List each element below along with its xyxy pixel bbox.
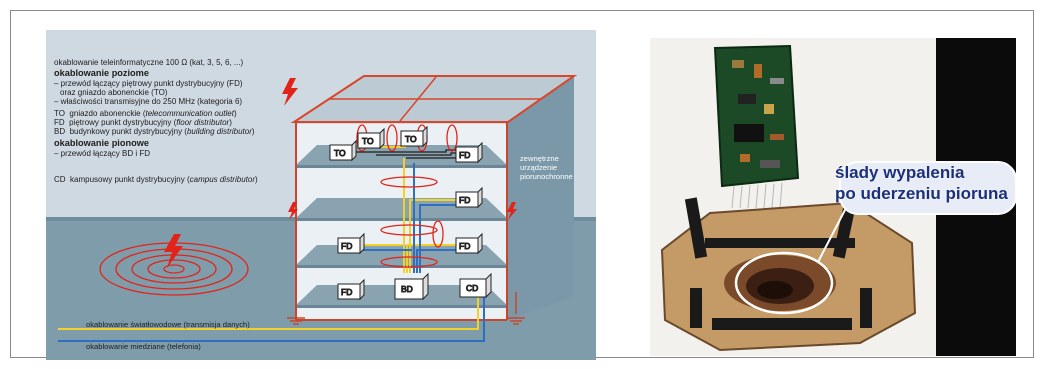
svg-text:FD: FD bbox=[341, 241, 352, 251]
bd-en: building distributor bbox=[187, 127, 252, 136]
callout-line-1: ślady wypalenia bbox=[835, 162, 1015, 183]
protection-line-2: urządzenie bbox=[520, 163, 557, 172]
bd-text: budynkowy punkt dystrybucyjny ( bbox=[70, 127, 187, 136]
cd-end: ) bbox=[255, 175, 258, 184]
svg-text:FD: FD bbox=[459, 241, 470, 251]
fd-en: floor distributor bbox=[176, 118, 229, 127]
damaged-socket-photo: ślady wypalenia po uderzeniu pioruna bbox=[650, 38, 1016, 356]
definition-cd: CD kampusowy punkt dystrybucyjny (campus… bbox=[54, 175, 258, 184]
svg-text:CD: CD bbox=[466, 283, 478, 293]
vertical-heading: okablowanie pionowe bbox=[54, 139, 149, 148]
copper-cabling-label: okablowanie miedziane (telefonia) bbox=[86, 342, 201, 351]
definition-fd: FD piętrowy punkt dystrybucyjny (floor d… bbox=[54, 118, 232, 127]
intro-text: okablowanie teleinformatyczne 100 Ω (kat… bbox=[54, 58, 243, 67]
fd-abbr: FD bbox=[54, 118, 65, 127]
definition-bd: BD budynkowy punkt dystrybucyjny (buildi… bbox=[54, 127, 255, 136]
to-abbr: TO bbox=[54, 109, 65, 118]
to-end: ) bbox=[234, 109, 237, 118]
svg-text:TO: TO bbox=[405, 134, 417, 144]
cd-text: kampusowy punkt dystrybucyjny ( bbox=[70, 175, 190, 184]
roof-lightning-icon bbox=[282, 78, 298, 106]
fd-text: piętrowy punkt dystrybucyjny ( bbox=[69, 118, 176, 127]
vertical-line-1: – przewód łączący BD i FD bbox=[54, 149, 150, 158]
cd-abbr: CD bbox=[54, 175, 66, 184]
svg-text:FD: FD bbox=[459, 195, 470, 205]
horizontal-heading: okablowanie poziome bbox=[54, 69, 149, 78]
contact-pins bbox=[732, 183, 782, 208]
horizontal-line-3: – właściwości transmisyjne do 250 MHz (k… bbox=[54, 97, 242, 106]
fiber-cabling-label: okablowanie światłowodowe (transmisja da… bbox=[86, 320, 250, 329]
to-en: telecommunication outlet bbox=[145, 109, 234, 118]
svg-text:BD: BD bbox=[401, 284, 413, 294]
svg-text:TO: TO bbox=[334, 148, 346, 158]
burn-callout-text: ślady wypalenia po uderzeniu pioruna bbox=[835, 162, 1015, 222]
cabling-diagram: TO TO TO FD FD FD FD FD BD CD okablowani… bbox=[46, 30, 596, 360]
svg-text:FD: FD bbox=[459, 150, 470, 160]
horizontal-line-1: – przewód łączący piętrowy punkt dystryb… bbox=[54, 79, 243, 88]
horizontal-line-2: oraz gniazdo abonenckie (TO) bbox=[60, 88, 167, 97]
circuit-board bbox=[715, 46, 798, 186]
fd-end: ) bbox=[229, 118, 232, 127]
cd-en: campus distributor bbox=[190, 175, 255, 184]
svg-text:TO: TO bbox=[362, 136, 374, 146]
callout-line-2: po uderzeniu pioruna bbox=[835, 183, 1015, 204]
bd-end: ) bbox=[252, 127, 255, 136]
protection-line-3: piorunochronne bbox=[520, 172, 573, 181]
bd-abbr: BD bbox=[54, 127, 65, 136]
svg-text:FD: FD bbox=[341, 287, 352, 297]
protection-line-1: zewnętrzne bbox=[520, 154, 559, 163]
definition-to: TO gniazdo abonenckie (telecommunication… bbox=[54, 109, 237, 118]
to-text: gniazdo abonenckie ( bbox=[69, 109, 145, 118]
